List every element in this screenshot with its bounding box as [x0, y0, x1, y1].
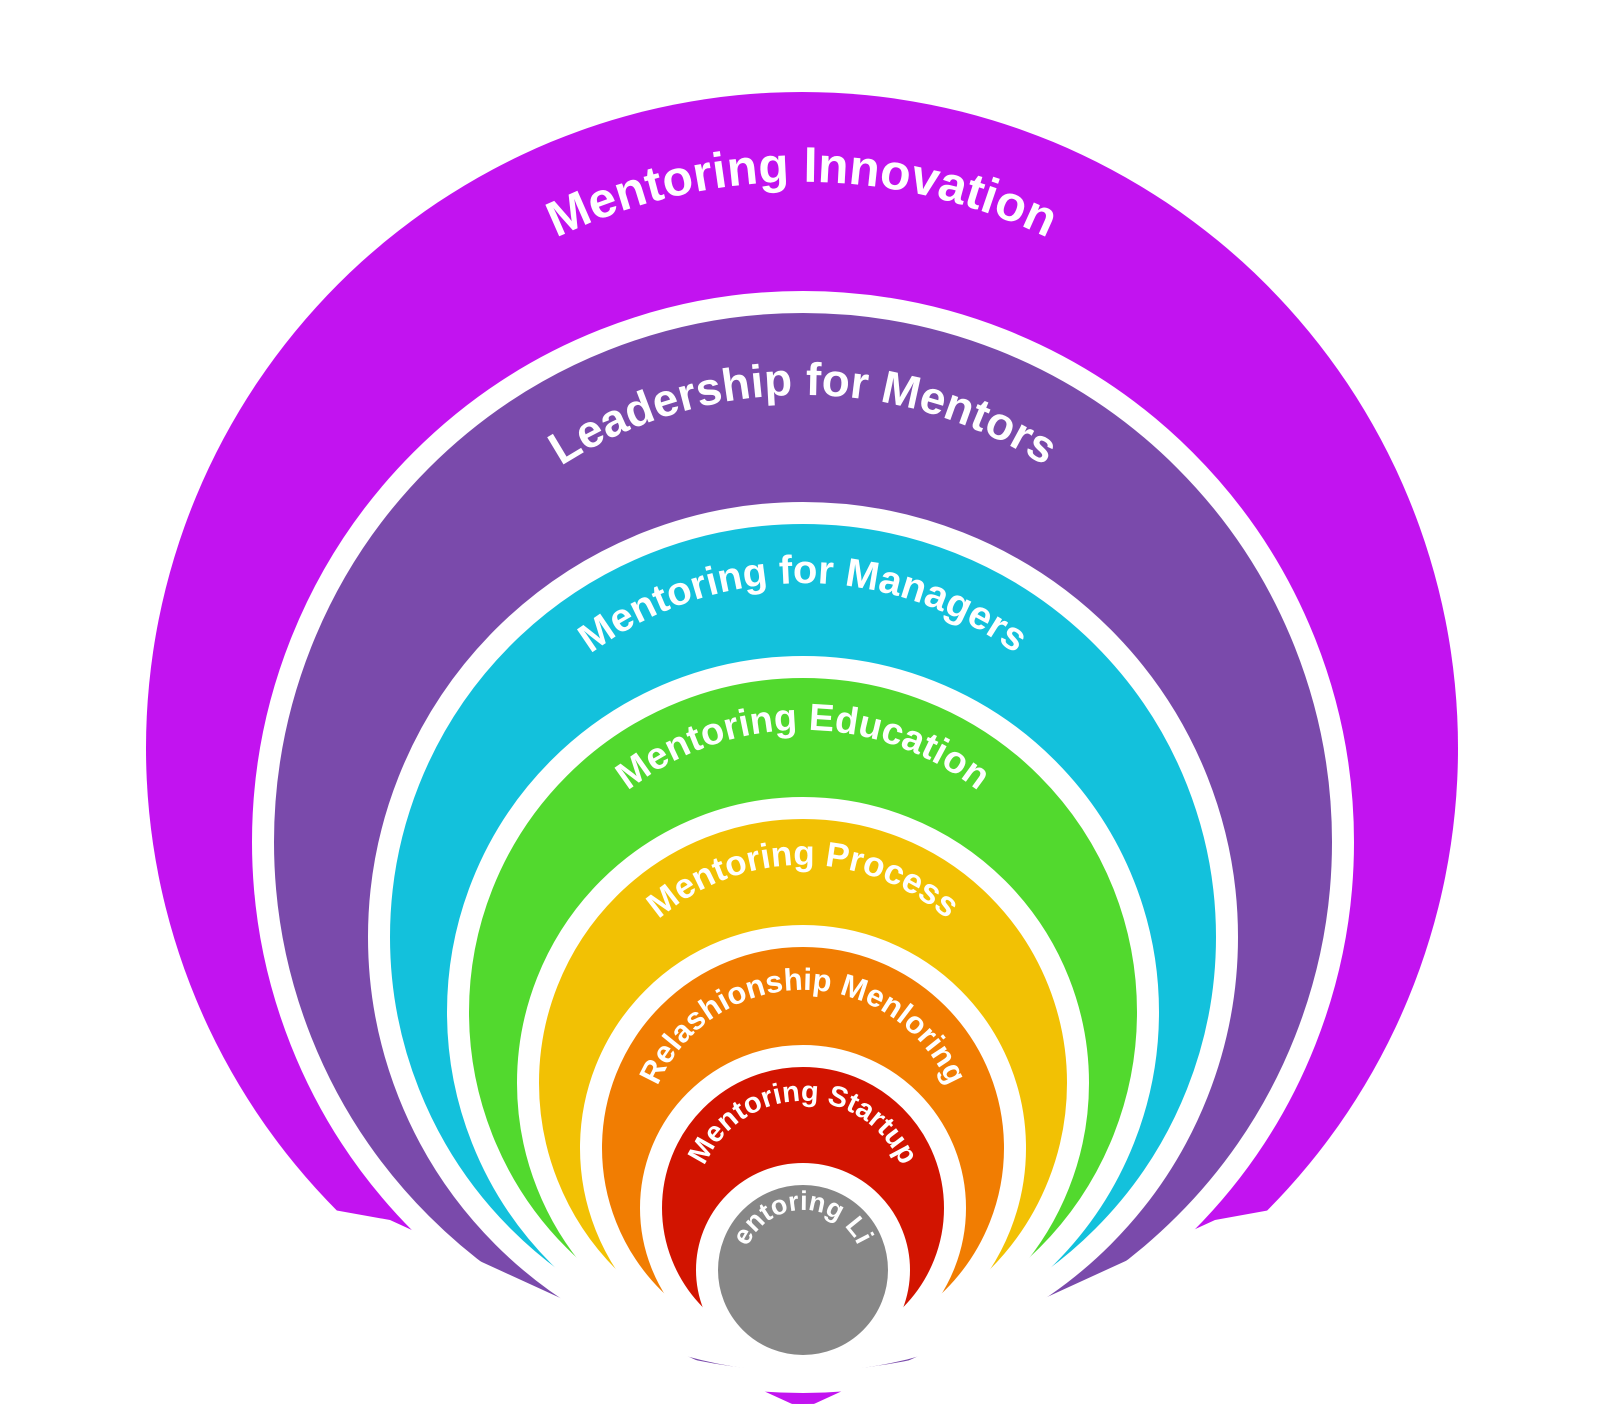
- base-mask: [0, 1150, 1600, 1409]
- layer-ring-8: [696, 1163, 910, 1377]
- layer-discs: [0, 92, 1600, 1409]
